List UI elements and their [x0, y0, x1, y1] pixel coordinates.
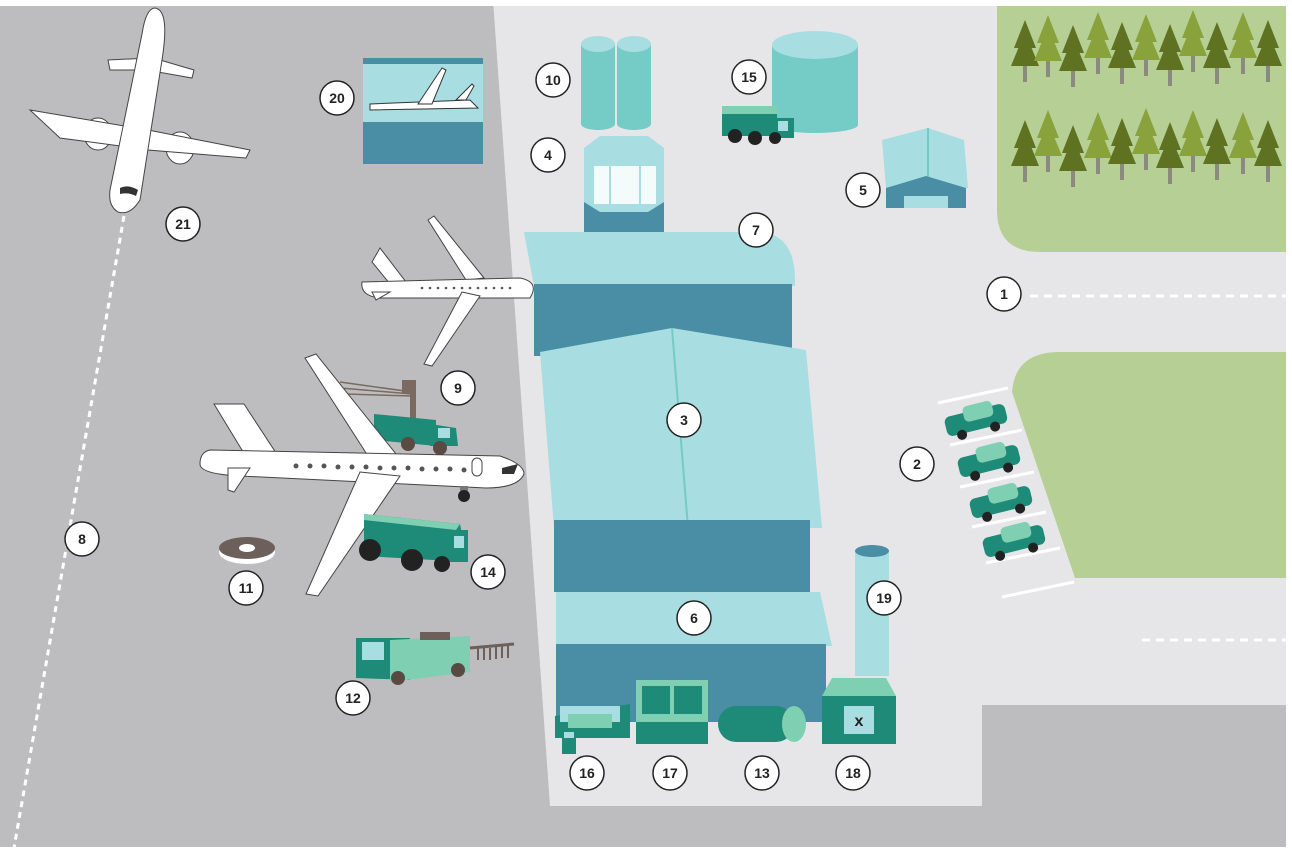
svg-text:11: 11: [239, 580, 254, 596]
svg-text:15: 15: [741, 69, 757, 85]
aircraft-picture-sign: [363, 58, 483, 164]
svg-text:14: 14: [480, 564, 496, 580]
svg-text:4: 4: [544, 147, 552, 163]
label-18: 18: [836, 756, 870, 790]
label-15: 15: [732, 60, 766, 94]
label-5: 5: [846, 173, 880, 207]
label-4: 4: [531, 138, 565, 172]
label-3: 3: [667, 403, 701, 437]
svg-text:10: 10: [545, 72, 561, 88]
svg-text:21: 21: [175, 216, 191, 232]
svg-text:20: 20: [329, 90, 345, 106]
svg-text:19: 19: [876, 590, 892, 606]
svg-text:12: 12: [345, 690, 361, 706]
label-11: 11: [229, 571, 263, 605]
svg-text:16: 16: [579, 765, 595, 781]
utility-unit-17: [636, 680, 708, 744]
svg-text:6: 6: [690, 610, 698, 626]
svg-text:17: 17: [662, 765, 678, 781]
utility-unit-13: [718, 706, 806, 742]
svg-text:1: 1: [1000, 286, 1008, 302]
label-13: 13: [745, 756, 779, 790]
hydrant-pit: [219, 537, 275, 564]
svg-text:13: 13: [754, 765, 770, 781]
label-19: 19: [867, 581, 901, 615]
hangar: [882, 128, 968, 208]
fuel-tank: [772, 31, 858, 133]
label-8: 8: [65, 522, 99, 556]
svg-text:18: 18: [845, 765, 861, 781]
control-tower: [584, 136, 664, 236]
waste-container: x: [822, 678, 896, 744]
label-17: 17: [653, 756, 687, 790]
svg-text:8: 8: [78, 531, 86, 547]
label-12: 12: [336, 681, 370, 715]
label-21: 21: [166, 207, 200, 241]
svg-text:7: 7: [752, 222, 760, 238]
svg-text:2: 2: [913, 456, 921, 472]
label-14: 14: [471, 555, 505, 589]
svg-text:3: 3: [680, 412, 688, 428]
label-9: 9: [441, 371, 475, 405]
label-16: 16: [570, 756, 604, 790]
label-10: 10: [536, 63, 570, 97]
label-6: 6: [677, 601, 711, 635]
label-20: 20: [320, 81, 354, 115]
label-2: 2: [900, 447, 934, 481]
svg-text:5: 5: [859, 182, 867, 198]
terminal-building: [524, 232, 832, 722]
label-7: 7: [739, 213, 773, 247]
label-1: 1: [987, 277, 1021, 311]
svg-text:9: 9: [454, 380, 462, 396]
waste-bin-mark: x: [855, 713, 864, 730]
